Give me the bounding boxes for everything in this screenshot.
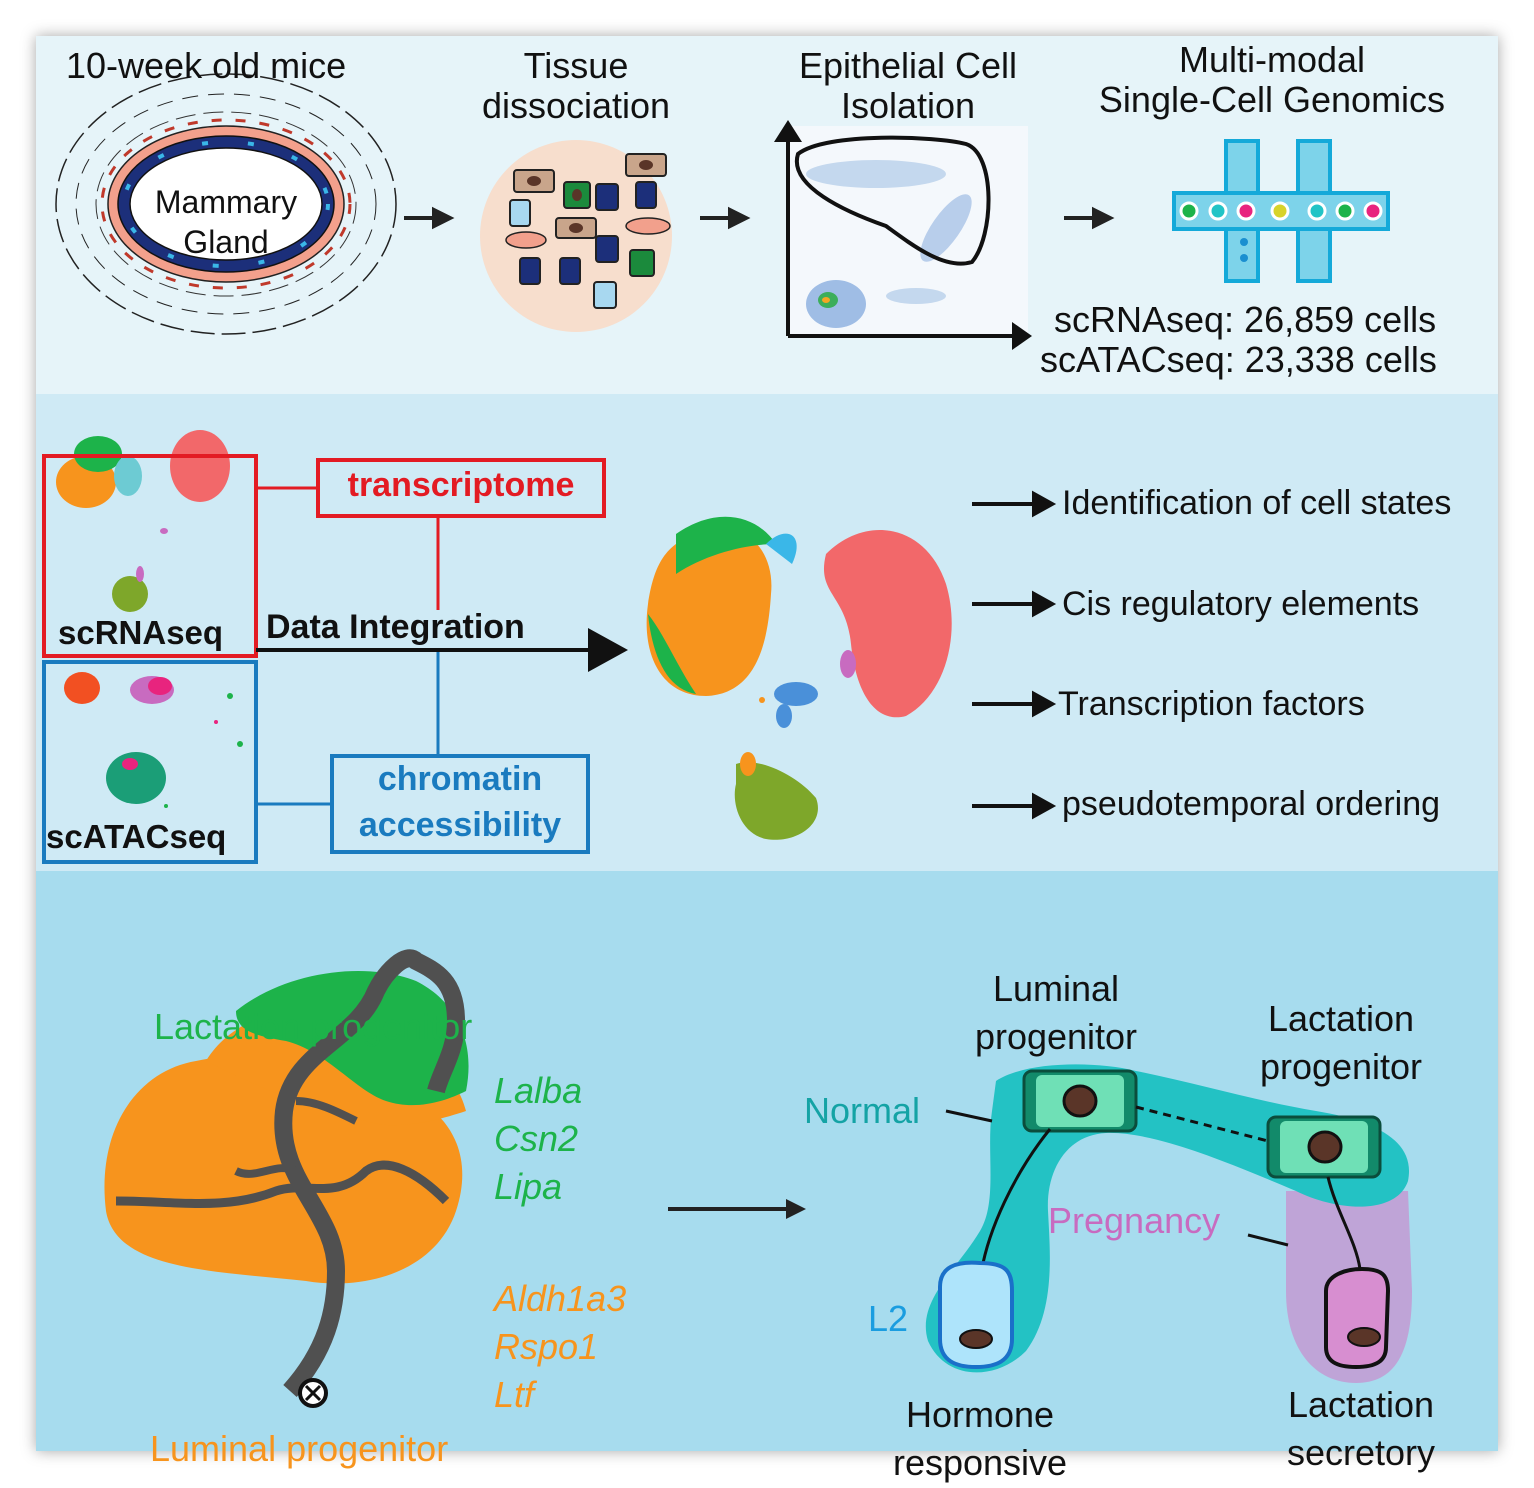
chromatin-label-2: accessibility [358, 806, 562, 844]
step-genomics-label-2: Single-Cell Genomics [1098, 79, 1446, 120]
lineage-luminal-2: progenitor [974, 1016, 1138, 1057]
trajectory-scatter [104, 949, 469, 1408]
mammary-gland-illustration [55, 73, 397, 335]
figure-frame: 10-week old mice Mammary Gland Tissue di… [36, 36, 1498, 1481]
lactation-progenitor-label: Lactation progenitor [154, 1006, 473, 1047]
scatac-box [42, 660, 258, 864]
luminal-progenitor-label: Luminal progenitor [150, 1428, 449, 1469]
trajectory-graphics [104, 949, 1412, 1408]
chromatin-label-1: chromatin [377, 760, 543, 798]
scatac-umap-thumbnail [64, 672, 243, 808]
lineage-lactation-1: Lactation [1267, 998, 1415, 1039]
flow-arrows [404, 206, 1115, 230]
lineage-lactation-2: progenitor [1259, 1046, 1423, 1087]
scrna-box [42, 454, 258, 658]
l2-label: L2 [868, 1298, 909, 1339]
gene-orange-1: Aldh1a3 [494, 1278, 627, 1319]
gene-green-3: Lipa [494, 1166, 563, 1207]
step-tissue-label-2: dissociation [481, 85, 671, 126]
scatac-label: scATACseq [46, 818, 227, 855]
hormone-responsive-1: Hormone [905, 1394, 1055, 1435]
gene-orange-3: Ltf [494, 1374, 535, 1415]
hormone-responsive-2: responsive [892, 1442, 1068, 1483]
panel-integration: scRNAseq scATACseq transcriptome chromat… [36, 394, 1498, 871]
scrna-cell-count: scRNAseq: 26,859 cells [1054, 299, 1437, 340]
output-cis-elements: Cis regulatory elements [1062, 585, 1420, 623]
gene-green-2: Csn2 [494, 1118, 579, 1159]
workflow-graphics [55, 73, 1390, 350]
integrated-umap [646, 516, 952, 840]
step-isolation-label-1: Epithelial Cell [798, 45, 1018, 86]
microfluidic-chip [1172, 139, 1390, 283]
step-genomics-label-1: Multi-modal [1178, 39, 1366, 80]
panel-workflow: 10-week old mice Mammary Gland Tissue di… [36, 36, 1498, 394]
output-cell-states: Identification of cell states [1062, 484, 1452, 522]
output-pseudotemporal: pseudotemporal ordering [1062, 785, 1441, 823]
gene-green-1: Lalba [494, 1070, 583, 1111]
lactation-secretory-1: Lactation [1287, 1384, 1435, 1425]
output-arrows [972, 490, 1057, 820]
integration-graphics [42, 430, 1057, 864]
gene-orange-2: Rspo1 [494, 1326, 599, 1367]
gland-label-1: Mammary [154, 184, 298, 220]
step-mice-label: 10-week old mice [66, 45, 347, 86]
step-tissue-label-1: Tissue [523, 45, 629, 86]
pregnancy-label: Pregnancy [1048, 1200, 1221, 1241]
normal-label: Normal [804, 1090, 921, 1131]
dissociated-cells [480, 140, 672, 332]
data-integration-label: Data Integration [266, 608, 525, 646]
lactation-secretory-2: secretory [1286, 1432, 1436, 1473]
gland-label-2: Gland [183, 224, 269, 260]
scatac-cell-count: scATACseq: 23,338 cells [1040, 339, 1437, 380]
facs-plot [774, 120, 1032, 350]
lineage-diagram [925, 1064, 1412, 1383]
panel-trajectory: Lactation progenitor Luminal progenitor … [36, 871, 1498, 1481]
transcriptome-label: transcriptome [347, 466, 575, 504]
lineage-luminal-1: Luminal [992, 968, 1120, 1009]
scrna-label: scRNAseq [58, 614, 224, 651]
output-transcription-factors: Transcription factors [1058, 685, 1365, 723]
step-isolation-label-2: Isolation [840, 85, 976, 126]
